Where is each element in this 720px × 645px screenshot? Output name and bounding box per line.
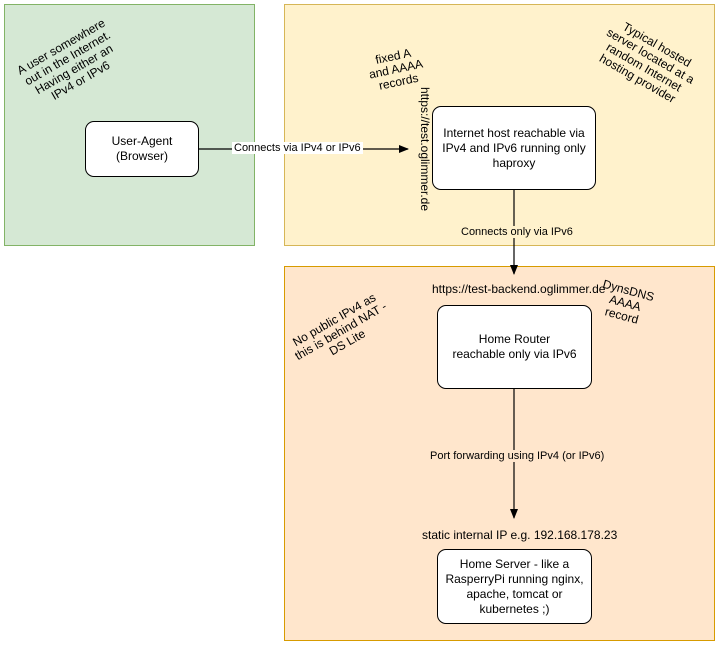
backend-url-label: https://test-backend.oglimmer.de [432, 282, 606, 296]
internet-host-box: Internet host reachable via IPv4 and IPv… [432, 106, 596, 190]
test-url-label: https://test.oglimmer.de [418, 86, 432, 212]
home-router-box: Home Router reachable only via IPv6 [437, 305, 592, 389]
home-server-box: Home Server - like a RasperryPi running … [437, 549, 592, 624]
edge-label-ipv4-or-ipv6: Connects via IPv4 or IPv6 [232, 142, 363, 154]
static-ip-label: static internal IP e.g. 192.168.178.23 [422, 528, 618, 542]
user-agent-box: User-Agent (Browser) [85, 121, 199, 177]
edge-label-port-forwarding: Port forwarding using IPv4 (or IPv6) [428, 450, 607, 462]
edge-label-only-ipv6: Connects only via IPv6 [459, 226, 575, 238]
